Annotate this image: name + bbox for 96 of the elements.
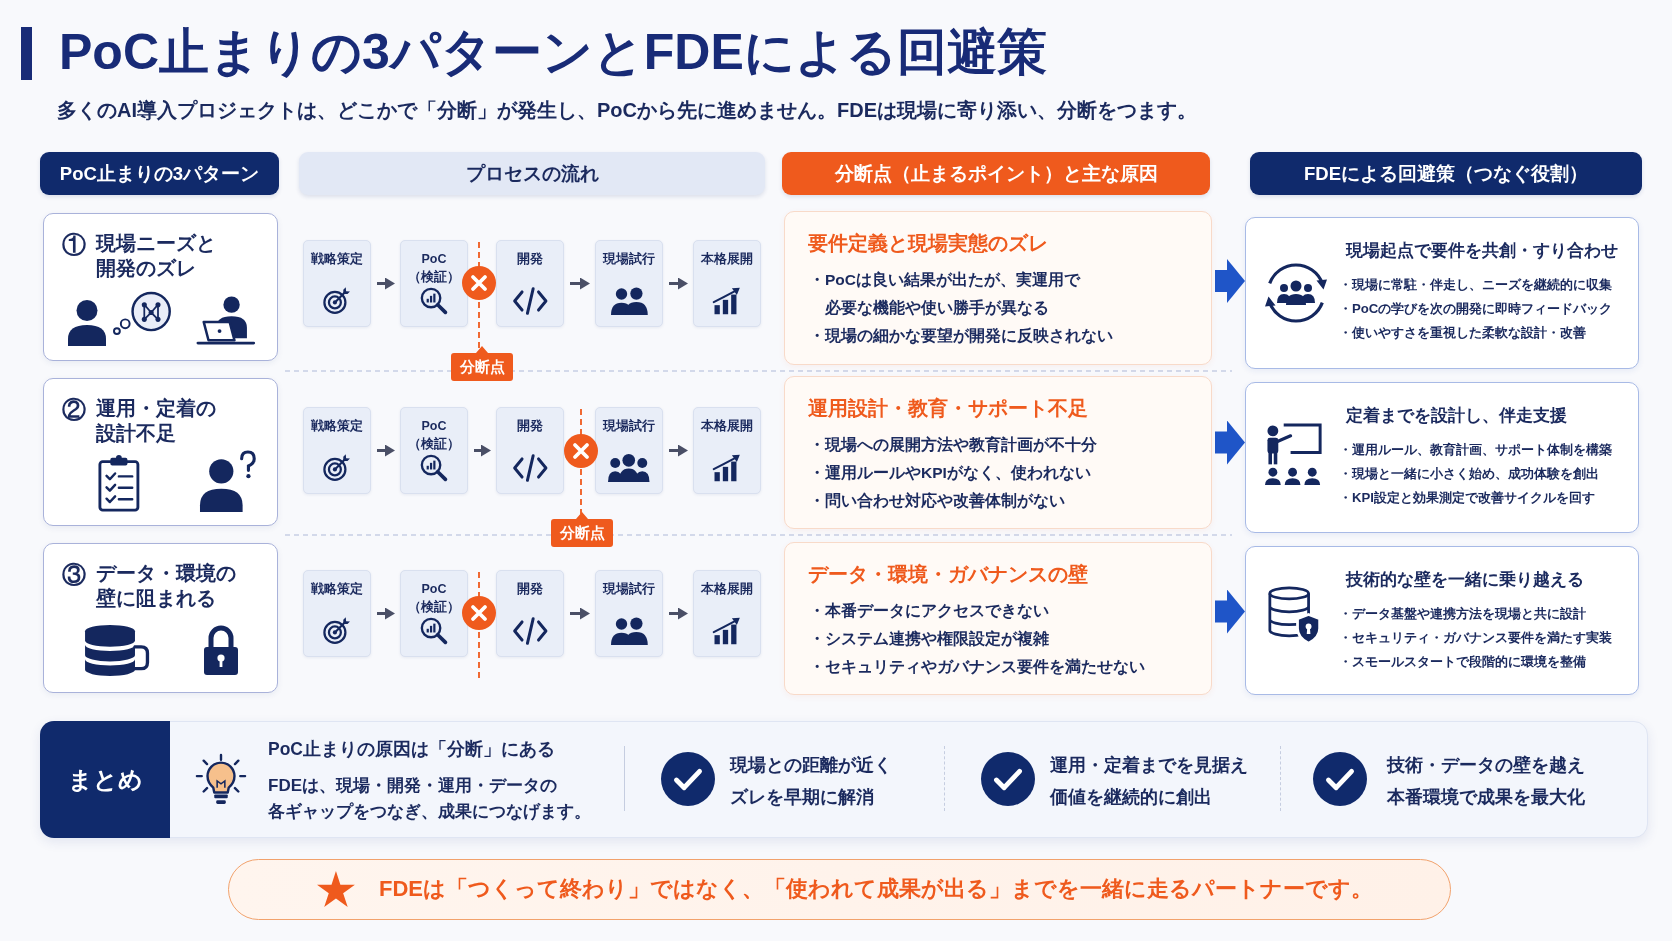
summary-point: 現場との距離が近くズレを早期に解消 [730,754,893,809]
pattern-card [43,213,278,361]
step-box [303,240,371,327]
step-label: 開発 [516,251,544,268]
arrow [377,277,395,290]
step-box [303,570,371,657]
step-label: PoC（検証） [407,251,461,286]
pattern-heading: データ・環境の壁に阻まれる [96,561,237,611]
summary-text: FDEは、現場・開発・運用・データの各ギャップをつなぎ、成果につなげます。 [268,775,592,823]
step-box [400,240,468,327]
summary-tab: まとめ [40,721,170,838]
bullet-item: ・PoCの学びを次の開発に即時フィードバック [1339,300,1613,318]
step-label: 現場試行 [602,581,656,598]
arrow [377,607,395,620]
bullet-item: ・PoCは良い結果が出たが、実運用で必要な機能や使い勝手が異なる [809,270,1081,319]
arrow [669,444,688,457]
solution-card [1245,217,1639,369]
bullet-item: ・スモールスタートで段階的に環境を整備 [1339,653,1587,671]
step-box [595,570,663,657]
step-label: 本格展開 [700,418,754,435]
arrow [669,277,688,290]
pattern-number: ② [62,395,86,425]
step-box [693,240,761,327]
pattern-number: ① [62,230,86,260]
bullet-item: ・運用ルールやKPIがなく、使われない [809,463,1092,484]
arrow [474,444,491,457]
break-point-tag: 分断点 [451,346,513,381]
pattern-number: ③ [62,560,86,590]
step-label: 本格展開 [700,581,754,598]
summary-heading: PoC止まりの原因は「分断」にある [268,738,555,761]
arrow [669,607,688,620]
bullet-item: ・セキュリティやガバナンス要件を満たせない [809,657,1146,678]
step-label: 戦略策定 [310,251,364,268]
cause-card [784,211,1212,365]
cause-heading: 要件定義と現場実態のズレ [808,231,1048,256]
step-box [496,240,564,327]
step-label: 現場試行 [602,418,656,435]
pattern-card [43,543,278,693]
summary-panel [40,721,1648,838]
cause-card [784,376,1212,529]
pattern-card [43,378,278,526]
bullet-item: ・現場に常駐・伴走し、ニーズを継続的に収集 [1339,276,1613,294]
solution-card [1245,546,1639,695]
break-point-tag: 分断点 [551,512,613,547]
step-label: 開発 [516,418,544,435]
step-box [693,570,761,657]
cause-card [784,542,1212,695]
solution-card [1245,382,1639,533]
bullet-item: ・データ基盤や連携方法を現場と共に設計 [1339,605,1587,623]
summary-point: 技術・データの壁を越え本番環境で成果を最大化 [1387,754,1586,809]
bullet-item: ・本番データにアクセスできない [809,601,1050,622]
step-label: PoC（検証） [407,581,461,616]
column-header: FDEによる回避策（つなぐ役割） [1250,152,1642,195]
step-box [595,240,663,327]
cause-heading: データ・環境・ガバナンスの壁 [808,562,1088,587]
step-label: 現場試行 [602,251,656,268]
step-box [303,407,371,494]
step-box [496,570,564,657]
arrow [570,277,590,290]
bullet-item: ・現場と一緒に小さく始め、成功体験を創出 [1339,465,1600,483]
bullet-item: ・現場の細かな要望が開発に反映されない [809,326,1114,347]
bullet-item: ・運用ルール、教育計画、サポート体制を構築 [1339,441,1612,459]
bullet-item: ・システム連携や権限設定が複雑 [809,629,1050,649]
solution-heading: 技術的な壁を一緒に乗り越える [1346,569,1584,591]
bullet-item: ・現場への展開方法や教育計画が不十分 [809,435,1098,455]
step-label: PoC（検証） [407,418,461,453]
block-arrow [1215,420,1245,465]
pattern-heading: 運用・定着の設計不足 [96,396,217,446]
solution-heading: 現場起点で要件を共創・すり合わせ [1346,240,1618,262]
arrow [570,607,590,620]
step-label: 開発 [516,581,544,598]
bullet-item: ・使いやすさを重視した柔軟な設計・改善 [1339,324,1587,342]
arrow [377,444,395,457]
column-header: プロセスの流れ [299,152,765,195]
block-arrow [1215,259,1245,303]
step-label: 戦略策定 [310,418,364,435]
bullet-item: ・セキュリティ・ガバナンス要件を満たす実装 [1339,629,1612,647]
step-label: 戦略策定 [310,581,364,598]
solution-heading: 定着までを設計し、伴走支援 [1346,405,1567,427]
bullet-item: ・問い合わせ対応や改善体制がない [809,491,1066,512]
cause-heading: 運用設計・教育・サポート不足 [808,396,1088,421]
pattern-heading: 現場ニーズと開発のズレ [96,231,217,281]
summary-point: 運用・定着までを見据え価値を継続的に創出 [1050,754,1249,809]
step-box [693,407,761,494]
block-arrow [1215,589,1245,634]
step-box [400,407,468,494]
banner-text: FDEは「つくって終わり」ではなく、「使われて成果が出る」までを一緒に走るパートナーです。 [379,875,1373,903]
subtitle: 多くのAI導入プロジェクトは、どこかで「分断」が発生し、PoCから先に進めません。FDEは現場に寄り添い、分断をつます。 [57,98,1197,123]
step-box [400,570,468,657]
column-header: PoC止まりの3パターン [40,152,279,195]
bullet-item: ・KPI設定と効果測定で改善サイクルを回す [1339,489,1596,507]
column-header: 分断点（止まるポイント）と主な原因 [782,152,1210,195]
step-box [496,407,564,494]
step-box [595,407,663,494]
title: PoC止まりの3パターンとFDEによる回避策 [59,23,1047,82]
step-label: 本格展開 [700,251,754,268]
